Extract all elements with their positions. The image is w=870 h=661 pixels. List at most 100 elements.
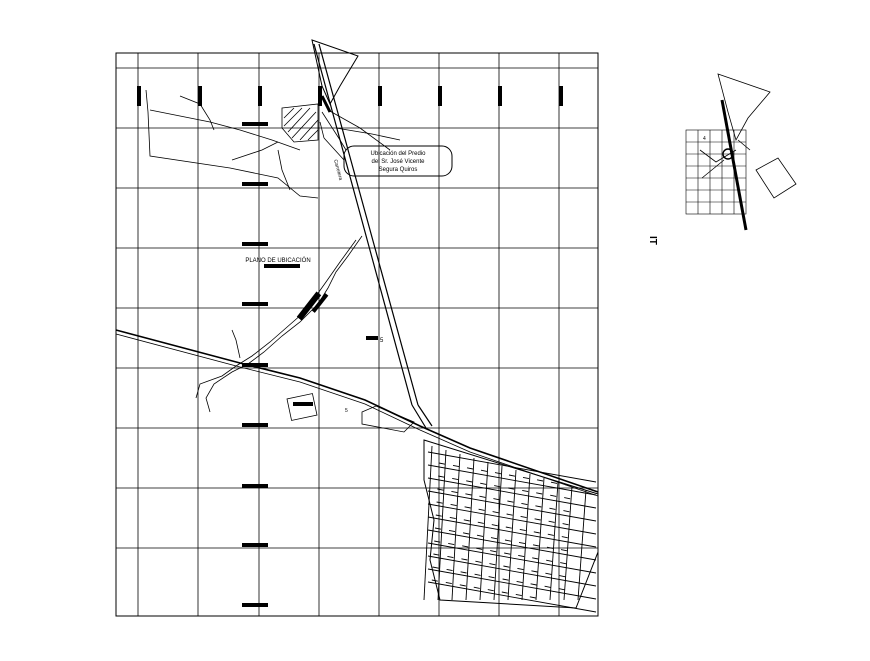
- urban-street: [448, 542, 455, 546]
- urban-street: [518, 541, 526, 545]
- location-callout: [319, 121, 453, 177]
- urban-street: [487, 589, 494, 592]
- junction-parcel: [361, 405, 415, 433]
- urban-street: [550, 494, 557, 497]
- urban-street: [427, 555, 597, 587]
- urban-street: [549, 481, 559, 601]
- urban-street: [559, 575, 566, 578]
- urban-street: [520, 515, 527, 519]
- urban-street: [550, 481, 558, 484]
- urban-street: [577, 489, 587, 601]
- urban-street: [490, 537, 498, 540]
- urban-street: [564, 497, 571, 500]
- key-map-north-parcel: [717, 73, 771, 142]
- urban-street: [560, 549, 568, 552]
- urban-street: [476, 534, 484, 537]
- urban-street: [477, 521, 484, 524]
- urban-street: [427, 490, 597, 522]
- urban-street: [516, 580, 523, 584]
- urban-street: [434, 540, 441, 543]
- plot-mark-b: 5: [345, 408, 348, 414]
- urban-street: [532, 557, 539, 560]
- urban-street: [488, 576, 495, 579]
- urban-street: [508, 474, 516, 477]
- urban-street: [508, 487, 515, 490]
- urban-street: [562, 523, 569, 526]
- urban-street: [434, 527, 442, 530]
- urban-street: [529, 596, 536, 599]
- urban-street: [480, 469, 488, 472]
- urban-street: [460, 571, 467, 574]
- urban-street: [490, 550, 497, 553]
- urban-street: [489, 563, 496, 566]
- urban-street: [427, 568, 597, 600]
- urban-street: [473, 586, 480, 589]
- map-border: [115, 52, 599, 617]
- plan-label: PLANO DE UBICACIÓN: [245, 257, 310, 264]
- urban-street: [519, 528, 526, 532]
- key-map-mark: 4: [703, 136, 706, 142]
- urban-street: [427, 542, 597, 574]
- urban-street: [437, 488, 444, 491]
- urban-street: [447, 555, 454, 559]
- urban-street: [548, 520, 555, 523]
- urban-street: [437, 449, 447, 601]
- urban-street: [533, 531, 540, 534]
- key-map-site-marker: [722, 148, 734, 160]
- urban-street: [461, 558, 468, 561]
- urban-street: [427, 477, 597, 509]
- urban-street: [507, 469, 517, 601]
- callout-line-1: Ubicación del Predio: [370, 151, 426, 157]
- urban-street: [480, 482, 487, 485]
- urban-street: [501, 591, 508, 594]
- urban-street: [522, 489, 529, 493]
- urban-street: [438, 462, 446, 465]
- urban-street: [463, 519, 470, 522]
- urban-street: [504, 539, 512, 542]
- urban-street: [466, 467, 474, 470]
- urban-street: [445, 581, 452, 585]
- nw-parcels: [145, 89, 401, 199]
- urban-street: [536, 492, 543, 495]
- urban-street: [547, 533, 554, 536]
- urban-street: [466, 480, 473, 483]
- urban-street: [474, 573, 481, 576]
- urban-street: [452, 477, 459, 481]
- left-tick-marks: [242, 122, 300, 607]
- river-structures: [286, 291, 378, 421]
- urban-street: [563, 510, 570, 513]
- grid-lines: [116, 53, 598, 616]
- urban-street: [564, 484, 572, 487]
- urban-street: [492, 511, 499, 514]
- urban-street: [535, 505, 542, 508]
- river: [195, 235, 363, 413]
- urban-street: [530, 583, 537, 586]
- urban-street: [505, 526, 512, 529]
- key-map-label: IT: [647, 236, 658, 245]
- plot-mark-a: 5: [380, 338, 384, 344]
- urban-street: [491, 524, 498, 527]
- urban-street: [479, 495, 486, 498]
- urban-street: [560, 562, 567, 565]
- callout-line-2: del Sr. José Vicente: [372, 159, 426, 165]
- urban-street: [535, 477, 545, 601]
- urban-street: [545, 572, 552, 575]
- urban-street: [502, 578, 509, 581]
- urban-street: [561, 536, 568, 539]
- callout-box: [343, 145, 453, 177]
- urban-block-lines: [423, 445, 597, 613]
- urban-street: [450, 503, 457, 507]
- key-map-lines: [699, 139, 751, 179]
- key-map: [685, 73, 797, 231]
- road-label: Carretera: [332, 159, 343, 181]
- urban-street: [427, 451, 597, 483]
- key-map-main-road: [720, 99, 748, 231]
- urban-street: [546, 546, 554, 549]
- urban-street: [451, 453, 461, 601]
- urban-street: [449, 516, 456, 520]
- urban-street: [436, 501, 443, 504]
- urban-street: [521, 473, 531, 601]
- urban-street: [494, 472, 502, 475]
- hatched-parcel: [281, 95, 332, 143]
